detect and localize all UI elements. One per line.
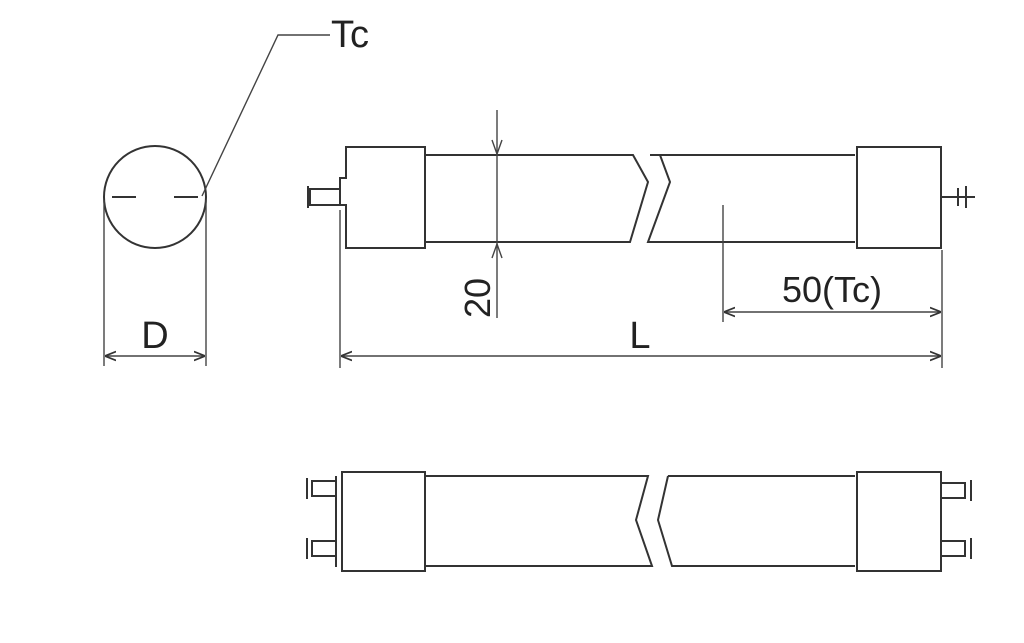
- bottom-right-end-cap: [856, 471, 942, 572]
- length-label: L: [629, 315, 650, 357]
- bottom-left-end-cap: [341, 471, 426, 572]
- bottom-left-pin-top: [311, 480, 337, 497]
- bottom-tube-glass-left: [425, 475, 654, 567]
- bottom-left-pin-bottom: [311, 540, 337, 557]
- offset-arrow-top: [491, 139, 503, 157]
- tube-glass-left: [425, 154, 650, 243]
- tc-leader-line: [201, 34, 330, 197]
- end-view: Tc D: [103, 14, 369, 366]
- diameter-label: D: [141, 315, 168, 357]
- tube-cross-section: [103, 145, 207, 249]
- right-end-cap: [856, 146, 942, 249]
- side-view-bottom: [306, 471, 972, 572]
- left-end-cap: [339, 146, 426, 249]
- left-pin: [309, 188, 341, 206]
- bottom-right-pin-top: [940, 482, 966, 499]
- offset-arrow-bottom: [491, 241, 503, 259]
- offset-label: 20: [457, 278, 498, 318]
- side-view-top: 20 50(Tc) L: [307, 110, 975, 368]
- bottom-tube-glass-right: [656, 475, 855, 567]
- tc-position-label: 50(Tc): [782, 269, 882, 310]
- tc-label: Tc: [331, 14, 369, 56]
- tube-glass-right: [646, 154, 855, 243]
- bottom-right-pin-bottom: [940, 540, 966, 557]
